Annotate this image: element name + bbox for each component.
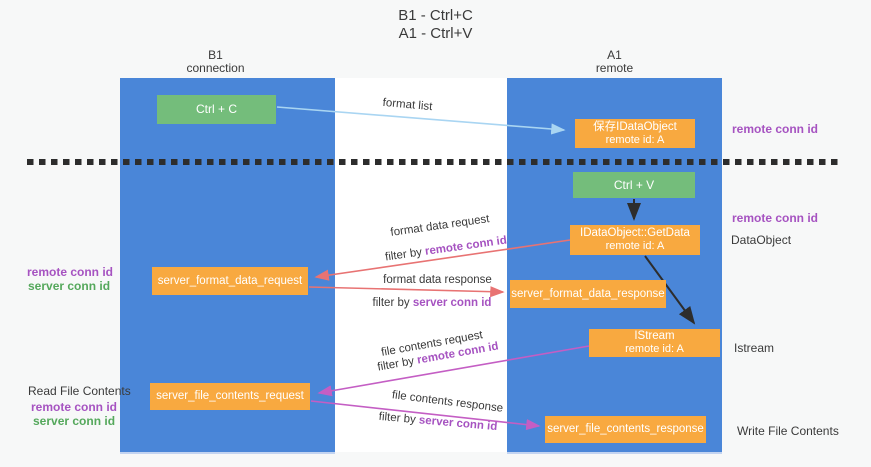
istream-side-label: Istream (734, 341, 775, 355)
diagram-title: B1 - Ctrl+C A1 - Ctrl+V (0, 7, 871, 43)
filter-by-server-conn-id-1: filter by server conn id (372, 297, 492, 309)
write-file-contents-label: Write File Contents (737, 424, 839, 438)
getdata-line1: IDataObject::GetData (580, 227, 690, 239)
getdata-box: IDataObject::GetData remote id: A (570, 225, 700, 255)
server-file-contents-request-label: server_file_contents_request (156, 390, 304, 402)
read-file-contents-label: Read File Contents (28, 384, 131, 398)
left-server-conn-id-1: server conn id (28, 279, 111, 293)
server-format-data-response-box: server_format_data_response (510, 280, 666, 308)
left-remote-conn-id-2: remote conn id (31, 400, 118, 414)
server-format-data-request-label: server_format_data_request (157, 274, 303, 287)
ctrl-c-box: Ctrl + C (157, 95, 276, 124)
save-dataobject-line1: 保存IDataObject (593, 120, 677, 133)
lane-b1-title: B1 (208, 48, 223, 62)
lane-a1-title: A1 (607, 48, 622, 62)
title-line-1: B1 - Ctrl+C (398, 7, 473, 24)
left-remote-conn-id-1: remote conn id (27, 265, 114, 279)
istream-line2: remote id: A (625, 343, 684, 355)
lane-header-a1: A1 remote (507, 49, 722, 75)
istream-line1: IStream (634, 330, 675, 342)
server-file-contents-response-label: server_file_contents_response (547, 423, 704, 435)
getdata-line2: remote id: A (605, 240, 665, 252)
server-file-contents-response-box: server_file_contents_response (545, 416, 706, 443)
istream-box: IStream remote id: A (589, 329, 720, 357)
lane-a1-subtitle: remote (595, 61, 634, 75)
filter-by-text: filter by (372, 297, 413, 309)
right-remote-conn-id-1: remote conn id (732, 122, 819, 136)
format-data-response-label: format data response (383, 274, 492, 286)
ctrl-v-box: Ctrl + V (573, 172, 695, 198)
server-file-contents-request-box: server_file_contents_request (150, 383, 310, 410)
lane-b1-subtitle: connection (186, 61, 245, 75)
left-server-conn-id-2: server conn id (33, 414, 116, 428)
title-line-2: A1 - Ctrl+V (398, 25, 473, 42)
save-dataobject-box: 保存IDataObject remote id: A (575, 119, 695, 148)
dataobject-label: DataObject (731, 233, 792, 247)
server-format-data-request-box: server_format_data_request (152, 267, 308, 295)
server-format-data-response-label: server_format_data_response (511, 287, 665, 300)
right-remote-conn-id-2: remote conn id (732, 211, 819, 225)
ctrl-c-label: Ctrl + C (195, 102, 237, 116)
lane-header-b1: B1 connection (108, 49, 323, 75)
save-dataobject-line2: remote id: A (605, 133, 665, 146)
ctrl-v-label: Ctrl + V (613, 177, 655, 192)
server-conn-id-text: server conn id (412, 297, 492, 309)
